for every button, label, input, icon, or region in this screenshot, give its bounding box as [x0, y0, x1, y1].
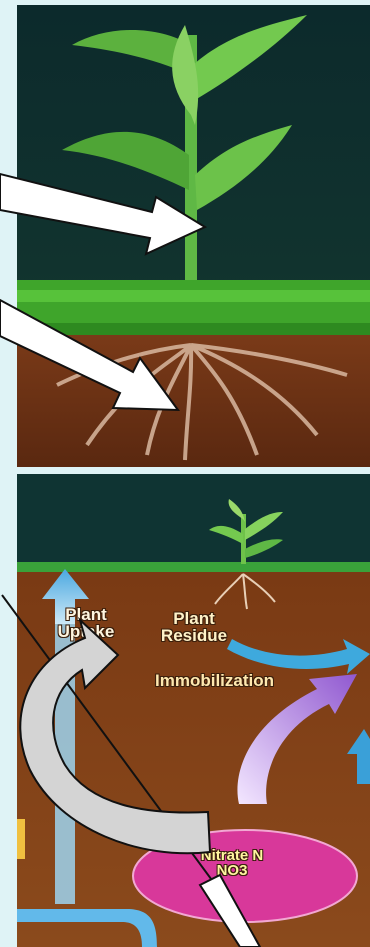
immobilization-label: Immobilization: [155, 672, 355, 689]
plant-uptake-label: Plant Uptake: [31, 606, 141, 640]
plant-residue-label: Plant Residue: [144, 610, 244, 644]
sky-background: [17, 474, 370, 570]
nitrate-label: Nitrate N NO3: [177, 848, 287, 878]
grass-line: [17, 562, 370, 572]
soil-layer: [17, 335, 370, 467]
plant-illustration: [17, 5, 370, 467]
plant-photo-panel: [17, 5, 370, 467]
nitrogen-cycle-panel: Plant Uptake Plant Residue Immobilizatio…: [17, 474, 370, 947]
